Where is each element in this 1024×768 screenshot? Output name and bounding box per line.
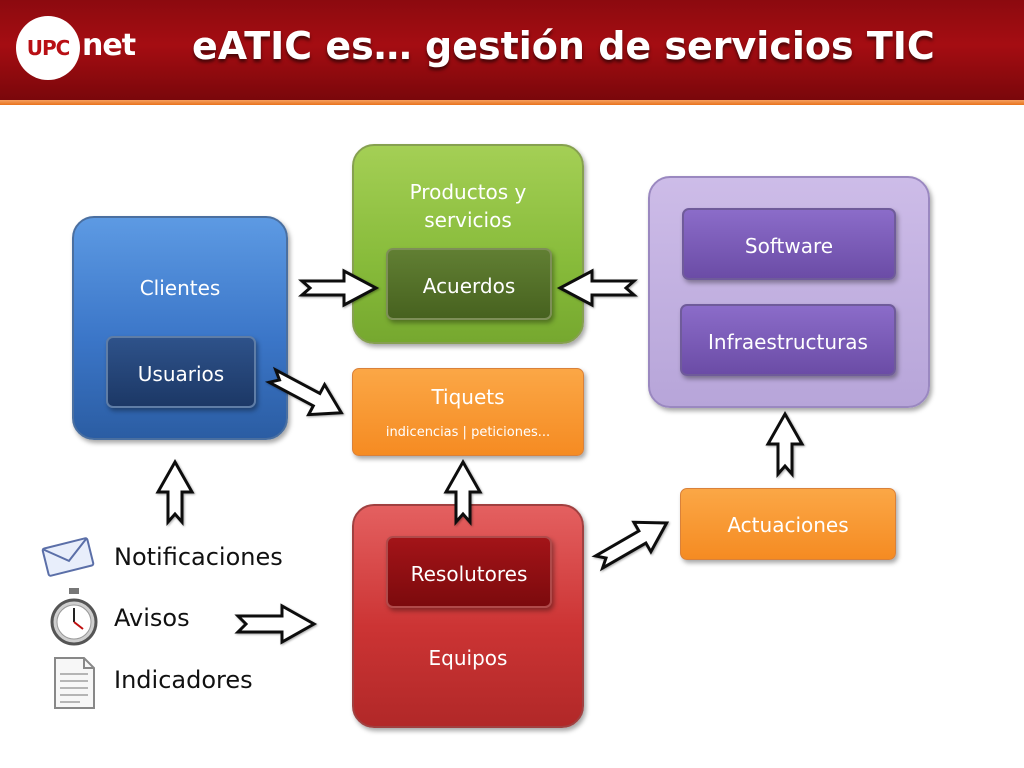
- header-accent-line: [0, 100, 1024, 105]
- actuaciones-box: Actuaciones: [680, 488, 896, 560]
- software-box: Software: [682, 208, 896, 280]
- tiquets-label: Tiquets: [431, 385, 505, 409]
- stopwatch-icon: [50, 588, 98, 646]
- arrow-avisos-equipos: [234, 603, 318, 645]
- usuarios-box: Usuarios: [106, 336, 256, 408]
- software-label: Software: [744, 234, 834, 258]
- clientes-label: Clientes: [139, 276, 221, 300]
- indicadores-label: Indicadores: [114, 666, 253, 694]
- infraestructuras-label: Infraestructuras: [708, 330, 868, 354]
- header-bar: [0, 0, 1024, 100]
- tiquets-box: Tiquets indicencias | peticiones...: [352, 368, 584, 456]
- document-icon: [54, 657, 95, 709]
- arrow-clientes-acuerdos: [298, 268, 380, 308]
- infraestructuras-box: Infraestructuras: [680, 304, 896, 376]
- resolutores-box: Resolutores: [386, 536, 552, 608]
- acuerdos-label: Acuerdos: [422, 274, 516, 298]
- tiquets-sublabel: indicencias | peticiones...: [385, 425, 551, 440]
- envelope-icon: [41, 537, 95, 577]
- notificaciones-label: Notificaciones: [114, 543, 283, 571]
- arrow-up-to-software: [765, 410, 805, 478]
- upc-logo: UPC: [16, 16, 80, 80]
- equipos-label: Equipos: [428, 646, 508, 670]
- arrow-up-to-tiquets: [443, 458, 483, 526]
- arrow-software-acuerdos: [556, 268, 638, 308]
- productos-label: Productos y servicios: [409, 180, 527, 232]
- avisos-label: Avisos: [114, 604, 190, 632]
- actuaciones-label: Actuaciones: [727, 513, 849, 537]
- acuerdos-box: Acuerdos: [386, 248, 552, 320]
- logo-upc-text: UPC: [26, 36, 71, 60]
- logo-net-text: net: [82, 28, 136, 63]
- page-title: eATIC es… gestión de servicios TIC: [192, 24, 935, 68]
- arrow-usuarios-tiquets: [264, 366, 344, 417]
- resolutores-label: Resolutores: [410, 562, 528, 586]
- arrow-equipos-actuaciones: [591, 520, 670, 572]
- usuarios-label: Usuarios: [137, 362, 225, 386]
- arrow-up-to-clientes: [155, 458, 195, 526]
